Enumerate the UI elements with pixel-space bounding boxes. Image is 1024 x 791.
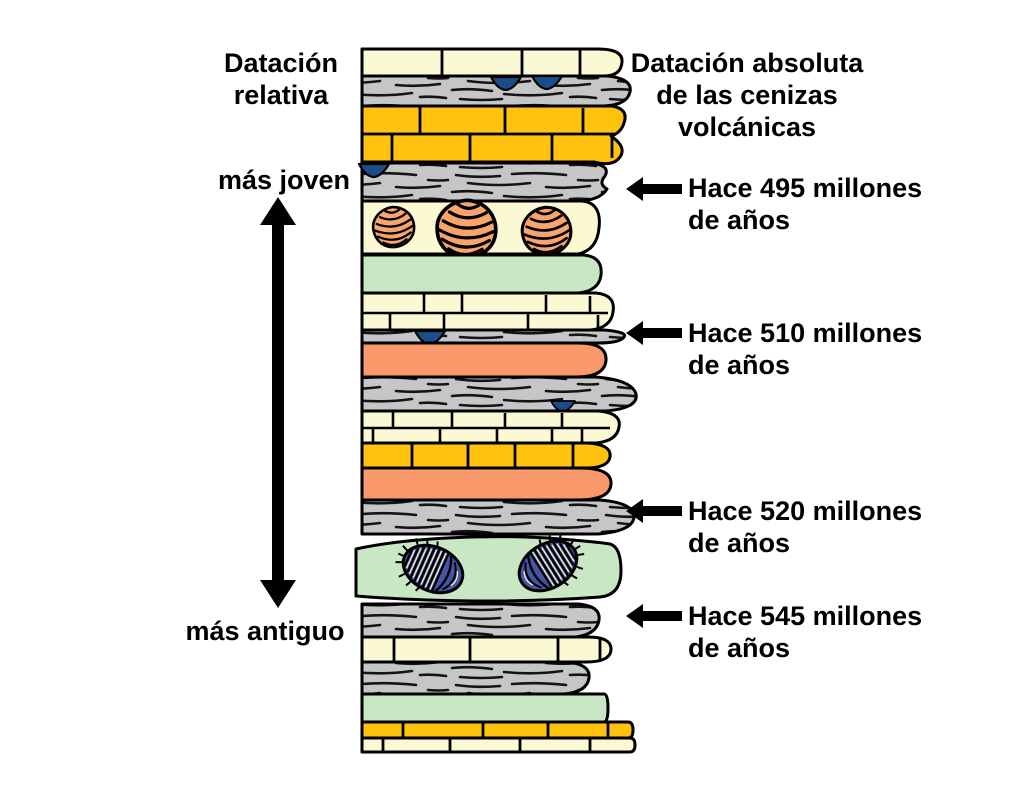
layer-16-gray-shale bbox=[360, 602, 601, 639]
relative-age-double-arrow bbox=[260, 197, 296, 608]
layer-8-gray-shale bbox=[360, 328, 627, 345]
ash-arrow-510 bbox=[626, 321, 682, 345]
layer-11-brick-joints bbox=[362, 412, 610, 443]
layer-10-gray-shale bbox=[360, 375, 638, 413]
absolute-dating-title-line2: de las cenizas bbox=[656, 80, 838, 110]
absolute-dating-title-line3: volcánicas bbox=[677, 112, 817, 142]
absolute-dating-title-line1: Datación absoluta bbox=[630, 48, 864, 78]
layer-21-cream-bricks bbox=[360, 736, 637, 754]
layer-21-brick-joints bbox=[381, 738, 592, 752]
layer-13-orange-band bbox=[360, 466, 613, 502]
layer-19-green-band bbox=[360, 692, 610, 724]
ash-date-annotation-1-line2: de años bbox=[688, 205, 791, 235]
layer-3-brick-joints bbox=[362, 106, 616, 163]
ash-arrow-495 bbox=[626, 177, 682, 201]
ash-date-annotation-4: Hace 545 millones de años bbox=[688, 600, 948, 664]
ash-date-annotation-3-line1: Hace 520 millones bbox=[688, 496, 923, 526]
ash-date-annotation-3: Hace 520 millones de años bbox=[688, 495, 948, 559]
ash-date-annotation-4-line1: Hace 545 millones bbox=[688, 601, 923, 631]
relative-dating-title-line1: Datación bbox=[223, 48, 339, 78]
layer-9-orange-band bbox=[360, 341, 608, 379]
ash-arrow-545 bbox=[626, 604, 682, 628]
layer-1-cream-bricks bbox=[360, 47, 624, 78]
layer-4-gray-shale bbox=[360, 161, 609, 203]
layer-17-cream-bricks bbox=[360, 635, 613, 664]
ash-date-annotation-4-line2: de años bbox=[688, 633, 791, 663]
layer-18-gray-shale bbox=[360, 660, 591, 696]
ash-date-annotation-2-line2: de años bbox=[688, 350, 791, 380]
relative-dating-title-line2: relativa bbox=[233, 80, 329, 110]
younger-label: más joven bbox=[217, 165, 351, 195]
older-label: más antiguo bbox=[185, 616, 345, 646]
layer-12-brick-joints bbox=[410, 443, 575, 468]
ash-date-annotation-2: Hace 510 millones de años bbox=[688, 317, 948, 381]
layer-6-green-band bbox=[360, 253, 603, 295]
ash-date-annotation-1-line1: Hace 495 millones bbox=[688, 173, 923, 203]
layer-1-brick-joints bbox=[440, 49, 582, 76]
layer-7-brick-joints bbox=[362, 294, 608, 330]
ash-date-annotation-3-line2: de años bbox=[688, 528, 791, 558]
absolute-dating-title: Datación absoluta de las cenizas volcáni… bbox=[615, 47, 879, 143]
relative-dating-title: Datación relativa bbox=[181, 47, 381, 111]
ash-arrow-520 bbox=[626, 499, 682, 523]
shell-fossil bbox=[433, 196, 500, 262]
ash-date-annotation-2-line1: Hace 510 millones bbox=[688, 318, 923, 348]
layer-14-gray-shale bbox=[360, 498, 636, 536]
layer-17-brick-joints bbox=[392, 637, 602, 662]
layer-20-brick-joints bbox=[401, 722, 610, 738]
ash-date-annotation-1: Hace 495 millones de años bbox=[688, 172, 948, 236]
layer-7-cream-bricks bbox=[360, 291, 615, 332]
